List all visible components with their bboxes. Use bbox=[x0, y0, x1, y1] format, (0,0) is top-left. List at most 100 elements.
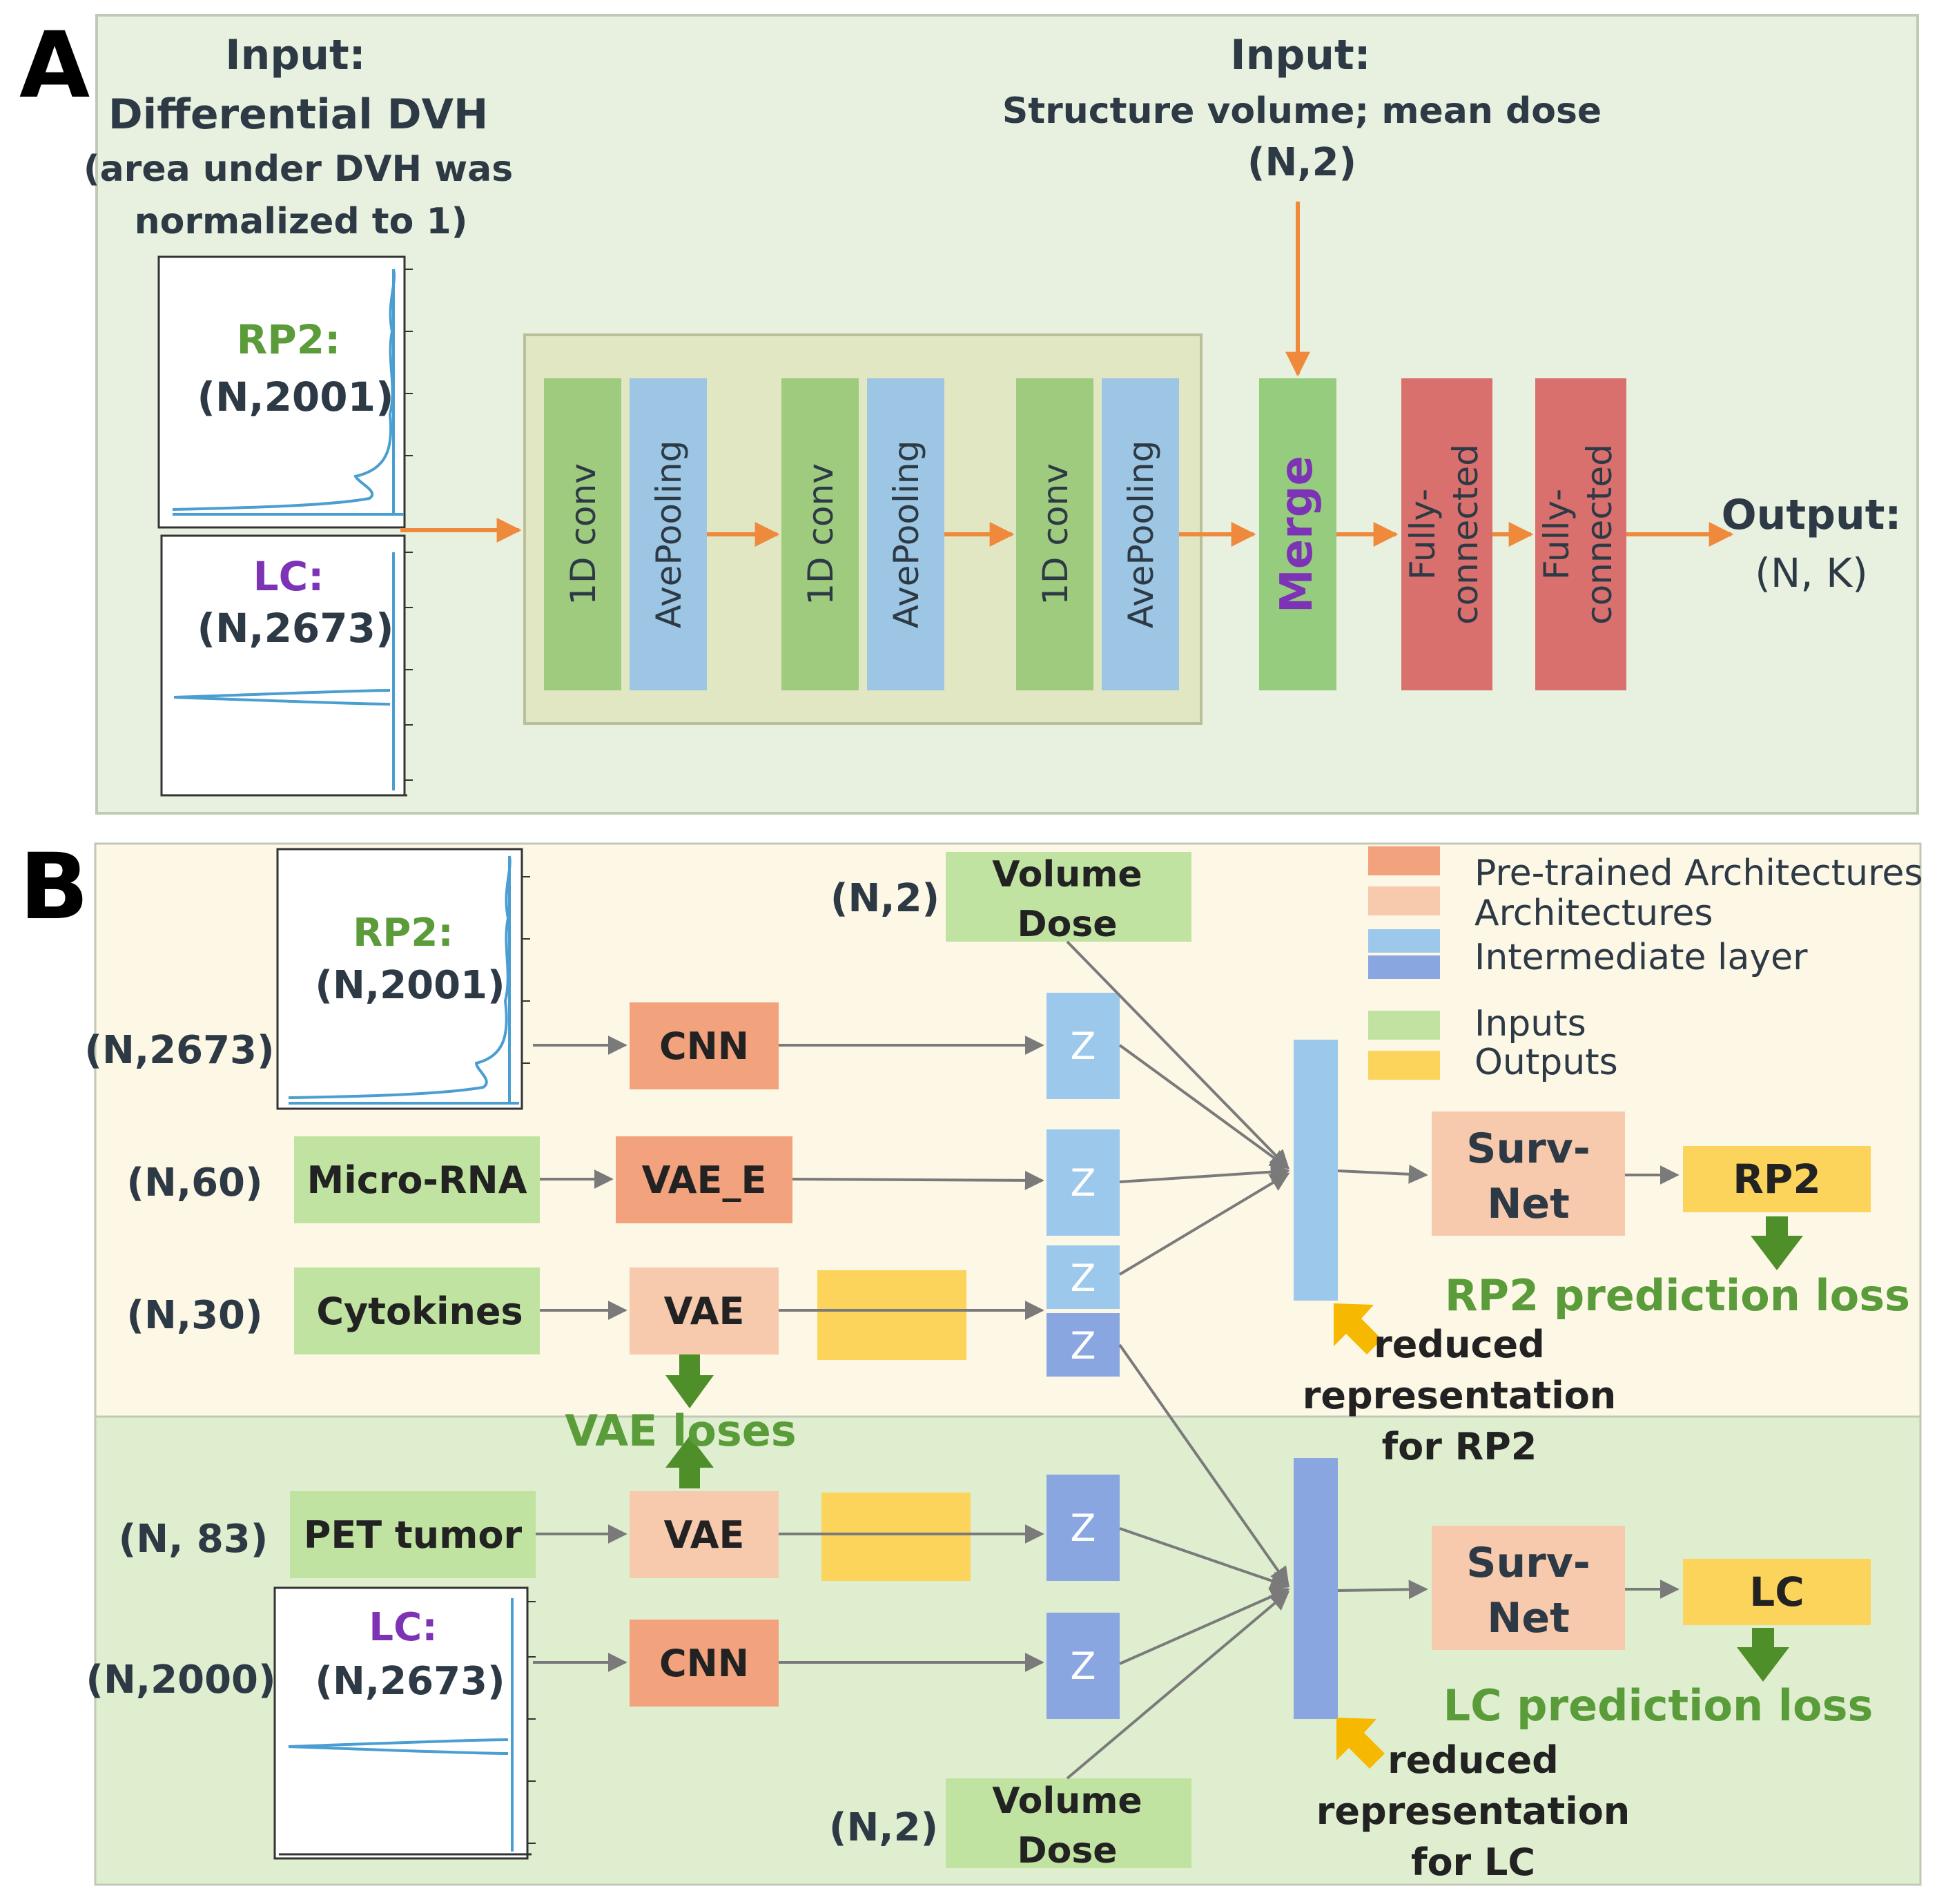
survnet-lc-label-1: Surv- bbox=[1466, 1539, 1590, 1587]
arrow-z2-rp2 bbox=[1119, 1162, 1290, 1183]
dose-top-label: Dose bbox=[1017, 904, 1117, 945]
survnet-rp2-label-1: Surv- bbox=[1466, 1125, 1590, 1173]
cnn-bottom-label: CNN bbox=[659, 1642, 749, 1685]
vae-loss-label: VAE loses bbox=[565, 1406, 796, 1456]
z-cytokines-lc bbox=[1047, 1313, 1120, 1377]
vae-pet-label: VAE bbox=[664, 1513, 745, 1557]
z-cnn-bottom-label: Z bbox=[1071, 1644, 1096, 1688]
lc-dvh-plot bbox=[160, 534, 413, 797]
survnet-lc-box bbox=[1432, 1526, 1625, 1650]
fc-1-label-1: Fully- bbox=[1403, 489, 1443, 580]
reduced-rp2-line-1: reduced bbox=[1374, 1323, 1545, 1366]
merge-block bbox=[1259, 378, 1336, 690]
conv-3 bbox=[1016, 378, 1093, 690]
legend-label-intermediate: Intermediate layer bbox=[1474, 937, 1808, 978]
legend-label-outputs: Outputs bbox=[1474, 1042, 1618, 1083]
arrow-vae-e-z bbox=[792, 1170, 1044, 1190]
dim-30: (N,30) bbox=[126, 1293, 262, 1338]
merge-label: Merge bbox=[1272, 456, 1323, 613]
vae-cytokines-label: VAE bbox=[664, 1290, 745, 1333]
legend-swatch-inputs bbox=[1368, 1011, 1440, 1040]
intermediate-layer-lc bbox=[1294, 1458, 1338, 1719]
microrna-box bbox=[294, 1136, 540, 1223]
volume-bottom-label: Volume bbox=[992, 1780, 1142, 1822]
conv-3-label: 1D conv bbox=[1035, 463, 1075, 605]
z-cnn-top-label: Z bbox=[1071, 1024, 1096, 1068]
lc-output-box bbox=[1683, 1559, 1871, 1625]
input-left-note-1: (area under DVH was bbox=[84, 148, 513, 190]
vae-e-box bbox=[616, 1136, 792, 1223]
vae-loss-up-arrow bbox=[665, 1436, 714, 1488]
reduced-rp2-line-2: representation bbox=[1303, 1374, 1617, 1417]
z-cytokines-rp2 bbox=[1047, 1245, 1120, 1309]
z-vae-e-label: Z bbox=[1071, 1161, 1096, 1205]
z-cnn-bottom bbox=[1047, 1613, 1120, 1719]
legend-swatch-intermediate-dark bbox=[1368, 955, 1440, 979]
cytokines-label: Cytokines bbox=[316, 1290, 523, 1333]
lc-label-b: LC: bbox=[369, 1605, 437, 1650]
pool-2 bbox=[867, 378, 944, 690]
z-cnn-top bbox=[1047, 993, 1120, 1099]
arrow-volume-top-rp2 bbox=[1066, 940, 1289, 1170]
survnet-rp2-box bbox=[1432, 1111, 1625, 1236]
pet-tumor-box bbox=[290, 1491, 536, 1578]
z-pet bbox=[1047, 1475, 1120, 1581]
rp2-shape: (N,2001) bbox=[197, 373, 393, 420]
lc-label: LC: bbox=[253, 553, 324, 600]
arrow-z5-lc bbox=[1119, 1527, 1290, 1591]
z-vae-e bbox=[1047, 1129, 1120, 1236]
conv-1-label: 1D conv bbox=[563, 463, 603, 605]
rp2-dvh-plot bbox=[157, 255, 413, 529]
conv-block-container bbox=[523, 333, 1203, 725]
volume-dose-bottom-box bbox=[946, 1778, 1191, 1868]
rp2-shape-b: (N,2001) bbox=[315, 963, 505, 1008]
legend bbox=[1368, 846, 1440, 1080]
input-left-subtitle: Differential DVH bbox=[108, 90, 488, 139]
legend-label-architectures: Architectures bbox=[1474, 893, 1713, 934]
panel-b-letter: B bbox=[19, 834, 89, 940]
arrow-z1-rp2 bbox=[1118, 1044, 1290, 1169]
volume-top-label: Volume bbox=[992, 854, 1142, 895]
volume-dose-top-box bbox=[946, 852, 1191, 942]
panel-a-letter: A bbox=[19, 12, 90, 119]
z-pet-label: Z bbox=[1071, 1506, 1096, 1550]
rp2-dvh-plot-b bbox=[276, 848, 530, 1110]
arrow-layer-survnet-rp2 bbox=[1337, 1164, 1428, 1184]
z-cytokines-lc-label: Z bbox=[1071, 1324, 1096, 1368]
vae-e-label: VAE_E bbox=[642, 1158, 767, 1202]
cnn-top-box bbox=[630, 1002, 779, 1089]
arrow-z3-rp2 bbox=[1118, 1172, 1290, 1276]
rp2-loss-arrow bbox=[1751, 1216, 1803, 1270]
fc-2-label-2: connected bbox=[1579, 444, 1619, 625]
input-top-shape: (N,2) bbox=[1247, 140, 1356, 185]
pool-3 bbox=[1102, 378, 1179, 690]
legend-swatch-intermediate-light bbox=[1368, 929, 1440, 953]
intermediate-layer-rp2 bbox=[1294, 1040, 1338, 1301]
microrna-label: Micro-RNA bbox=[307, 1158, 527, 1202]
reduced-lc-line-2: representation bbox=[1316, 1789, 1631, 1833]
dim-2000: (N,2000) bbox=[86, 1658, 275, 1702]
input-top-title: Input: bbox=[1230, 31, 1370, 79]
output-title: Output: bbox=[1722, 491, 1902, 539]
cnn-top-label: CNN bbox=[659, 1024, 749, 1068]
z-cytokines-rp2-label: Z bbox=[1071, 1256, 1096, 1300]
arrow-z6-lc bbox=[1119, 1587, 1290, 1665]
lc-dvh-plot-b bbox=[273, 1586, 536, 1860]
reduced-lc-line-3: for LC bbox=[1411, 1840, 1535, 1884]
cnn-bottom-box bbox=[630, 1620, 779, 1707]
conv-2 bbox=[781, 378, 859, 690]
lc-loss-arrow bbox=[1737, 1628, 1789, 1682]
dim-2-bottom: (N,2) bbox=[829, 1805, 938, 1850]
vae-cytokines-box bbox=[630, 1267, 779, 1354]
latent-pet-box bbox=[821, 1493, 971, 1581]
legend-label-pretrained: Pre-trained Architectures bbox=[1474, 853, 1923, 894]
lc-shape-b: (N,2673) bbox=[315, 1659, 505, 1704]
pet-tumor-label: PET tumor bbox=[304, 1513, 523, 1557]
pool-1 bbox=[630, 378, 707, 690]
legend-swatch-architectures bbox=[1368, 886, 1440, 915]
latent-cytokines-box bbox=[817, 1270, 966, 1360]
dim-83: (N, 83) bbox=[119, 1517, 269, 1562]
fc-2 bbox=[1535, 378, 1626, 690]
conv-1 bbox=[544, 378, 621, 690]
